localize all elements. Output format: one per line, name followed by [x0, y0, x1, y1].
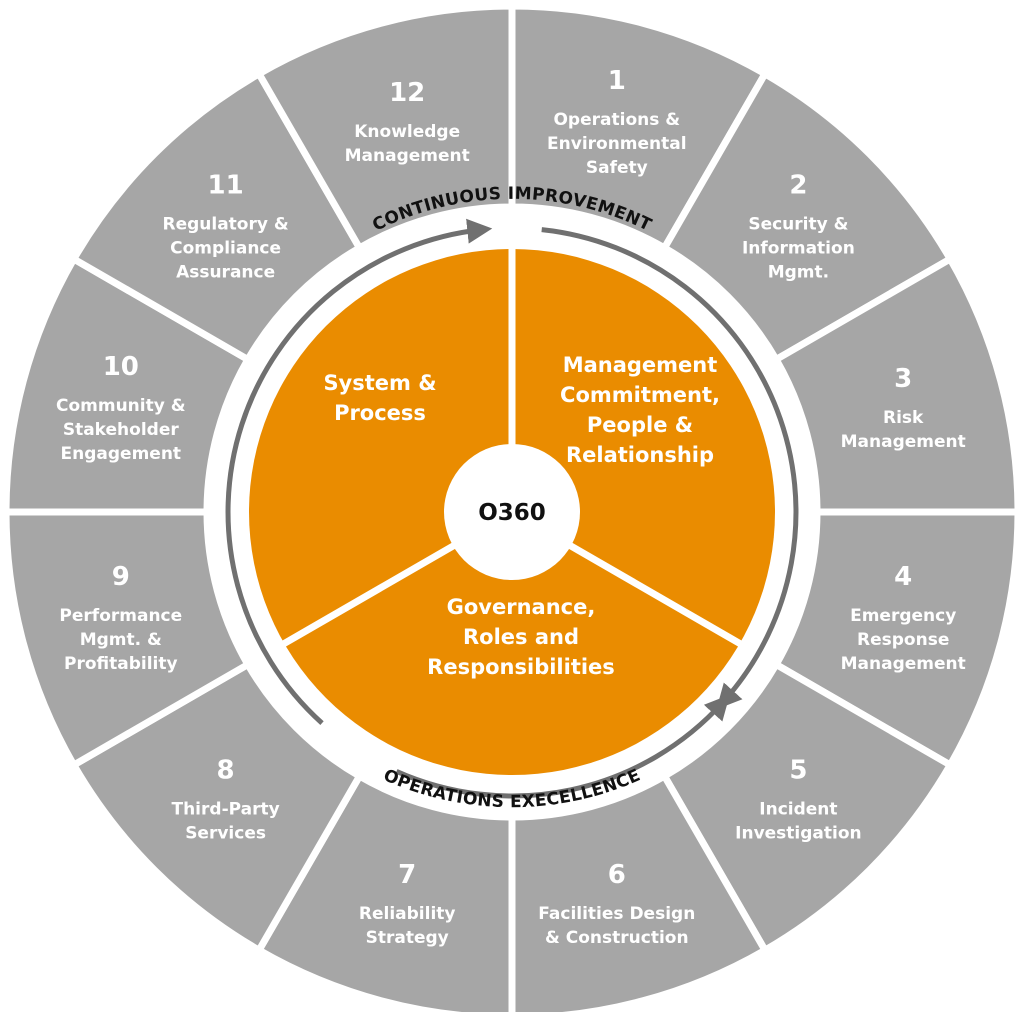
segment-1-number: 1 — [608, 66, 626, 96]
segment-2-number: 2 — [789, 171, 807, 201]
core-section-management-label: Commitment, — [560, 383, 720, 407]
segment-8-number: 8 — [217, 755, 235, 785]
segment-7-number: 7 — [398, 860, 416, 890]
segment-5-label: Investigation — [735, 823, 862, 843]
core-section-governance-label: Roles and — [463, 625, 579, 649]
segment-10-label: Community & — [56, 396, 186, 416]
segment-9-label: Profitability — [64, 654, 178, 674]
segment-11-number: 11 — [208, 171, 244, 201]
segment-6-label: Facilities Design — [538, 904, 695, 924]
segment-7-label: Reliability — [359, 904, 456, 924]
segment-11-label: Regulatory & — [162, 215, 288, 235]
segment-5-label: Incident — [759, 799, 837, 819]
segment-5-number: 5 — [789, 755, 807, 785]
segment-2-label: Information — [742, 239, 855, 259]
segment-12-shape — [254, 2, 516, 253]
segment-4-label: Management — [841, 654, 966, 674]
segment-9-number: 9 — [112, 562, 130, 592]
segment-12-label: Management — [345, 146, 470, 166]
segment-3-label: Risk — [883, 408, 924, 428]
core-section-management-label: People & — [587, 413, 693, 437]
core-section-system-label: System & — [323, 371, 436, 395]
arrow-counterclockwise-bottom — [395, 694, 730, 799]
core-section-governance-label: Governance, — [447, 595, 596, 619]
cycle-arrows — [225, 218, 799, 799]
segment-4-label: Response — [857, 630, 949, 650]
segment-1-label: Environmental — [547, 134, 687, 154]
segment-12-label: Knowledge — [354, 122, 460, 142]
segment-9-label: Mgmt. & — [80, 630, 162, 650]
arrow-clockwise-left — [225, 218, 493, 725]
segment-2-label: Security & — [748, 215, 848, 235]
arrow-clockwise-right — [541, 227, 799, 710]
core-section-system-label: Process — [334, 401, 426, 425]
segment-6-shape — [508, 771, 770, 1012]
hub-label: O360 — [478, 500, 546, 526]
core-section-management-label: Relationship — [566, 443, 714, 467]
segment-1-label: Safety — [586, 158, 648, 178]
segment-6-number: 6 — [608, 860, 626, 890]
segment-10-number: 10 — [103, 352, 139, 382]
core-section-system: System & Process — [323, 371, 436, 425]
segment-8-label: Third-Party — [171, 799, 279, 819]
segment-7-label: Strategy — [366, 928, 449, 948]
segment-2-label: Mgmt. — [768, 263, 829, 283]
segment-3-label: Management — [841, 432, 966, 452]
segment-1-label: Operations & — [553, 110, 680, 130]
segment-10-label: Engagement — [61, 444, 182, 464]
segment-11-label: Assurance — [176, 263, 275, 283]
segment-3-number: 3 — [894, 364, 912, 394]
segment-10-label: Stakeholder — [63, 420, 180, 440]
segment-8-label: Services — [185, 823, 266, 843]
core-section-governance-label: Responsibilities — [427, 655, 615, 679]
core-section-management-label: Management — [563, 353, 718, 377]
segment-12-number: 12 — [389, 78, 425, 108]
segment-6-label: & Construction — [545, 928, 689, 948]
segment-4-number: 4 — [894, 562, 912, 592]
segment-4-label: Emergency — [850, 606, 956, 626]
hub-circle — [444, 444, 580, 580]
segment-11-label: Compliance — [170, 239, 281, 259]
segment-9-label: Performance — [59, 606, 182, 626]
